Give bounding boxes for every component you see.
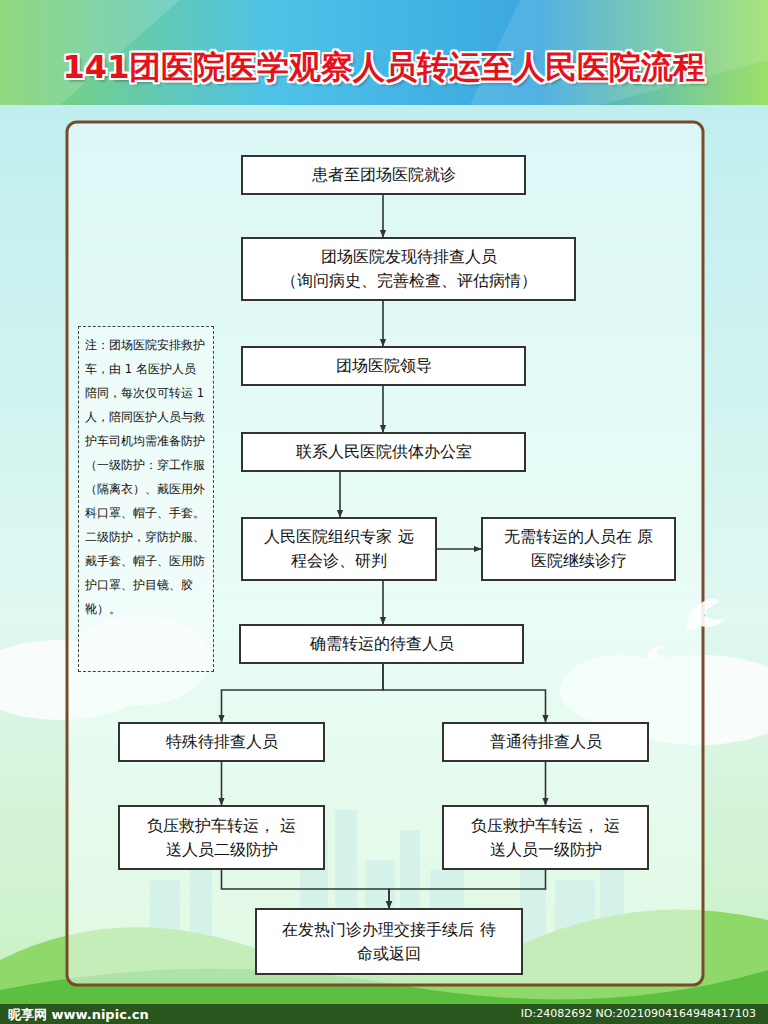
process-box: 团场医院发现待排查人员（询问病史、完善检查、评估病情） — [241, 237, 576, 301]
process-box: 普通待排查人员 — [442, 722, 649, 762]
flow-arrow — [222, 870, 390, 908]
process-box: 确需转运的待查人员 — [239, 624, 524, 664]
box-label: 负压救护车转运， 运送人员一级防护 — [471, 814, 621, 862]
note-box: 注：团场医院安排救护车，由 1 名医护人员陪同，每次仅可转运 1 人，陪同医护人… — [78, 326, 214, 672]
box-label: 负压救护车转运， 运送人员二级防护 — [147, 814, 297, 862]
box-label: 特殊待排查人员 — [166, 730, 278, 754]
box-label: （询问病史、完善检查、评估病情） — [281, 269, 537, 293]
box-label: 团场医院发现待排查人员 — [321, 245, 497, 269]
process-box: 在发热门诊办理交接手续后 待命或返回 — [255, 908, 523, 975]
flow-arrow — [545, 762, 547, 805]
flow-arrow — [382, 581, 384, 624]
watermark: ID:24082692 NO:20210904164948417103 — [521, 1007, 756, 1020]
process-box: 无需转运的人员在 原医院继续诊疗 — [481, 517, 676, 581]
box-label: 团场医院领导 — [336, 354, 432, 378]
note-text: 注：团场医院安排救护车，由 1 名医护人员陪同，每次仅可转运 1 人，陪同医护人… — [85, 333, 207, 621]
page-title: 141团医院医学观察人员转运至人民医院流程 — [4, 46, 764, 90]
box-label: 在发热门诊办理交接手续后 待命或返回 — [282, 918, 497, 966]
flow-arrow — [382, 386, 384, 432]
flow-arrow — [222, 664, 384, 722]
process-box: 患者至团场医院就诊 — [241, 155, 526, 195]
process-box: 团场医院领导 — [241, 346, 526, 386]
flow-arrow — [382, 301, 384, 346]
flow-arrow — [383, 664, 546, 722]
process-box: 负压救护车转运， 运送人员二级防护 — [118, 805, 325, 870]
flow-arrow — [382, 195, 384, 237]
process-box: 特殊待排查人员 — [118, 722, 325, 762]
watermark: 昵享网 www.nipic.cn — [8, 1006, 149, 1024]
flow-arrow — [437, 548, 481, 550]
process-box: 联系人民医院供体办公室 — [241, 432, 526, 472]
flow-arrow — [389, 870, 546, 908]
box-label: 无需转运的人员在 原医院继续诊疗 — [499, 525, 659, 573]
flow-arrow — [221, 762, 223, 805]
box-label: 患者至团场医院就诊 — [312, 163, 456, 187]
box-label: 普通待排查人员 — [490, 730, 602, 754]
box-label: 人民医院组织专家 远程会诊、研判 — [264, 525, 414, 573]
process-box: 人民医院组织专家 远程会诊、研判 — [241, 517, 437, 581]
flow-arrow — [339, 472, 341, 517]
process-box: 负压救护车转运， 运送人员一级防护 — [442, 805, 649, 870]
box-label: 确需转运的待查人员 — [310, 632, 454, 656]
box-label: 联系人民医院供体办公室 — [296, 440, 472, 464]
